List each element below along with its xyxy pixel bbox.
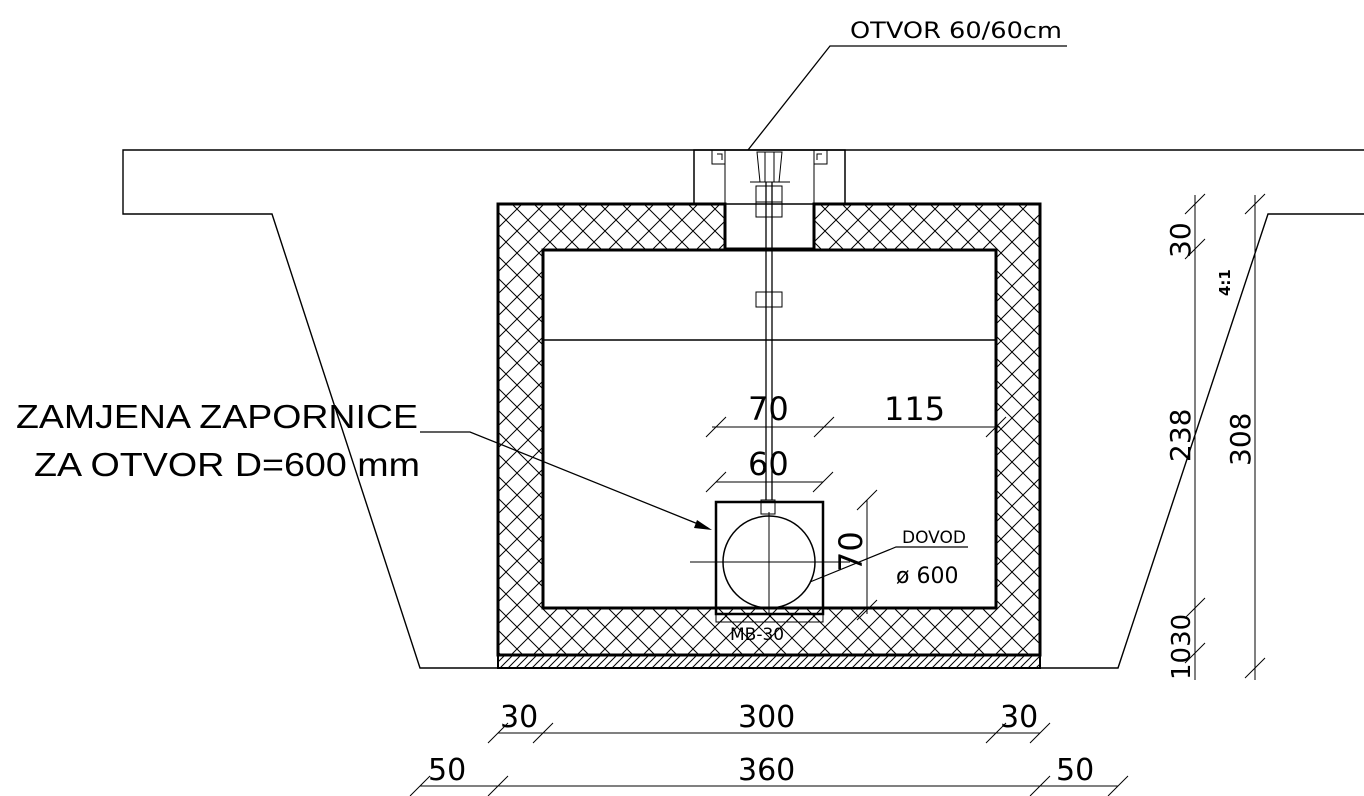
dim-bottom2-left: 50	[428, 753, 466, 788]
foundation-slab	[497, 654, 1041, 669]
dim-right-30: 30	[1164, 222, 1197, 258]
dim-right-238: 238	[1164, 409, 1197, 462]
dim-gate-height-70: 70	[832, 531, 870, 572]
dim-bottom1-right: 30	[1000, 700, 1038, 735]
base-block	[715, 613, 824, 623]
inlet-size: ø 600	[896, 564, 958, 589]
opening-frame	[693, 149, 846, 205]
dim-gate-60: 60	[748, 445, 789, 483]
dim-bottom2-right: 50	[1056, 753, 1094, 788]
callout-line1: ZAMJENA ZAPORNICE	[16, 398, 418, 435]
dimension-lines	[409, 193, 1266, 796]
spindle-coupling-upper	[755, 185, 783, 203]
callout-arrowhead	[694, 520, 712, 530]
excavation-profile	[122, 149, 1364, 669]
spindle-guide	[755, 291, 783, 308]
text-labels: OTVOR 60/60cm ZAMJENA ZAPORNICE ZA OTVOR…	[16, 19, 1257, 788]
dim-bottom1-left: 30	[500, 700, 538, 735]
dim-inner-115: 115	[884, 390, 945, 428]
callout-line2: ZA OTVOR D=600 mm	[34, 446, 420, 483]
dim-right-1030: 1030	[1167, 614, 1197, 680]
dim-right-308: 308	[1224, 413, 1257, 466]
leader-lines	[420, 45, 1067, 583]
inlet-title: DOVOD	[902, 528, 966, 548]
slope-label: 4:1	[1216, 269, 1234, 296]
opening-label: OTVOR 60/60cm	[850, 19, 1062, 44]
spindle-head	[756, 151, 783, 183]
dim-inner-70: 70	[748, 390, 789, 428]
dim-bottom1-mid: 300	[738, 700, 795, 735]
gate-spindle	[755, 182, 783, 500]
dim-bottom2-mid: 360	[738, 753, 795, 788]
base-block-label: MB-30	[730, 625, 784, 645]
sluice-gate	[690, 499, 850, 623]
